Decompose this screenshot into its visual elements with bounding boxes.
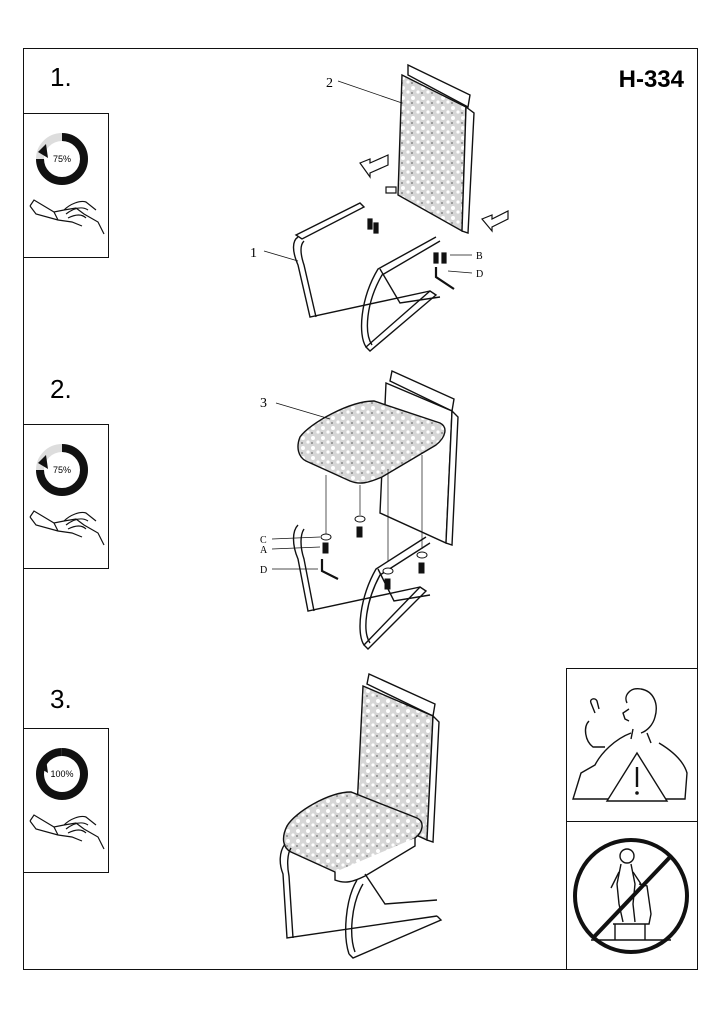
- leader-lines: [271, 402, 331, 570]
- backrest-part: [397, 63, 475, 234]
- model-code: H-334: [618, 66, 684, 93]
- step-1-number: 1.: [50, 62, 72, 92]
- step-3-drawing: [279, 672, 443, 959]
- circular-arrow-gauge-icon: 75%: [36, 133, 88, 185]
- callout-bolt: B: [476, 251, 483, 262]
- step-3-number: 3.: [50, 684, 72, 714]
- washer-screw-set: [320, 515, 428, 590]
- assembly-guides: [325, 455, 423, 561]
- torque-label: 100%: [50, 769, 73, 779]
- circular-arrow-gauge-icon: 75%: [36, 444, 88, 496]
- seat-part: [297, 400, 446, 484]
- arrow-icon: [359, 154, 509, 233]
- step-2-tool-box: 75%: [23, 424, 109, 569]
- chair-frame-part: [292, 524, 431, 650]
- hex-key-part: [434, 267, 455, 290]
- callout-washer: C: [260, 535, 267, 546]
- step-2-drawing: 3 C A D: [260, 369, 459, 650]
- torque-label: 75%: [53, 465, 71, 475]
- hex-key-hand-icon: [29, 199, 105, 235]
- callout-seat: 3: [260, 396, 267, 411]
- callout-hex-key: D: [260, 565, 267, 576]
- step-1-drawing: 2 1 B D: [250, 63, 509, 352]
- step-3-tool-graphic: 100%: [29, 748, 105, 850]
- assembled-chair: [279, 672, 443, 959]
- leader-lines: [263, 80, 473, 274]
- circular-arrow-gauge-icon: 100%: [36, 748, 88, 800]
- chair-frame-part: [292, 202, 441, 352]
- warning-divider: [567, 821, 697, 822]
- step-2-number: 2.: [50, 374, 72, 404]
- step-1-tool-graphic: 75%: [29, 133, 105, 235]
- callout-hex-key: D: [476, 269, 483, 280]
- callout-backrest: 2: [326, 76, 333, 91]
- hex-key-hand-icon: [29, 814, 105, 850]
- step-1-tool-box: 75%: [23, 113, 109, 258]
- hex-key-part: [320, 559, 339, 580]
- warning-panel: [566, 668, 698, 970]
- hex-key-hand-icon: [29, 510, 105, 546]
- callout-screw: A: [260, 545, 268, 556]
- no-standing-on-chair-icon: [573, 838, 689, 954]
- callout-frame: 1: [250, 246, 257, 261]
- step-3-tool-box: 100%: [23, 728, 109, 873]
- shush-warning-triangle-icon: [572, 688, 688, 802]
- torque-label: 75%: [53, 154, 71, 164]
- step-2-tool-graphic: 75%: [29, 444, 105, 546]
- bolt-set: [367, 186, 447, 264]
